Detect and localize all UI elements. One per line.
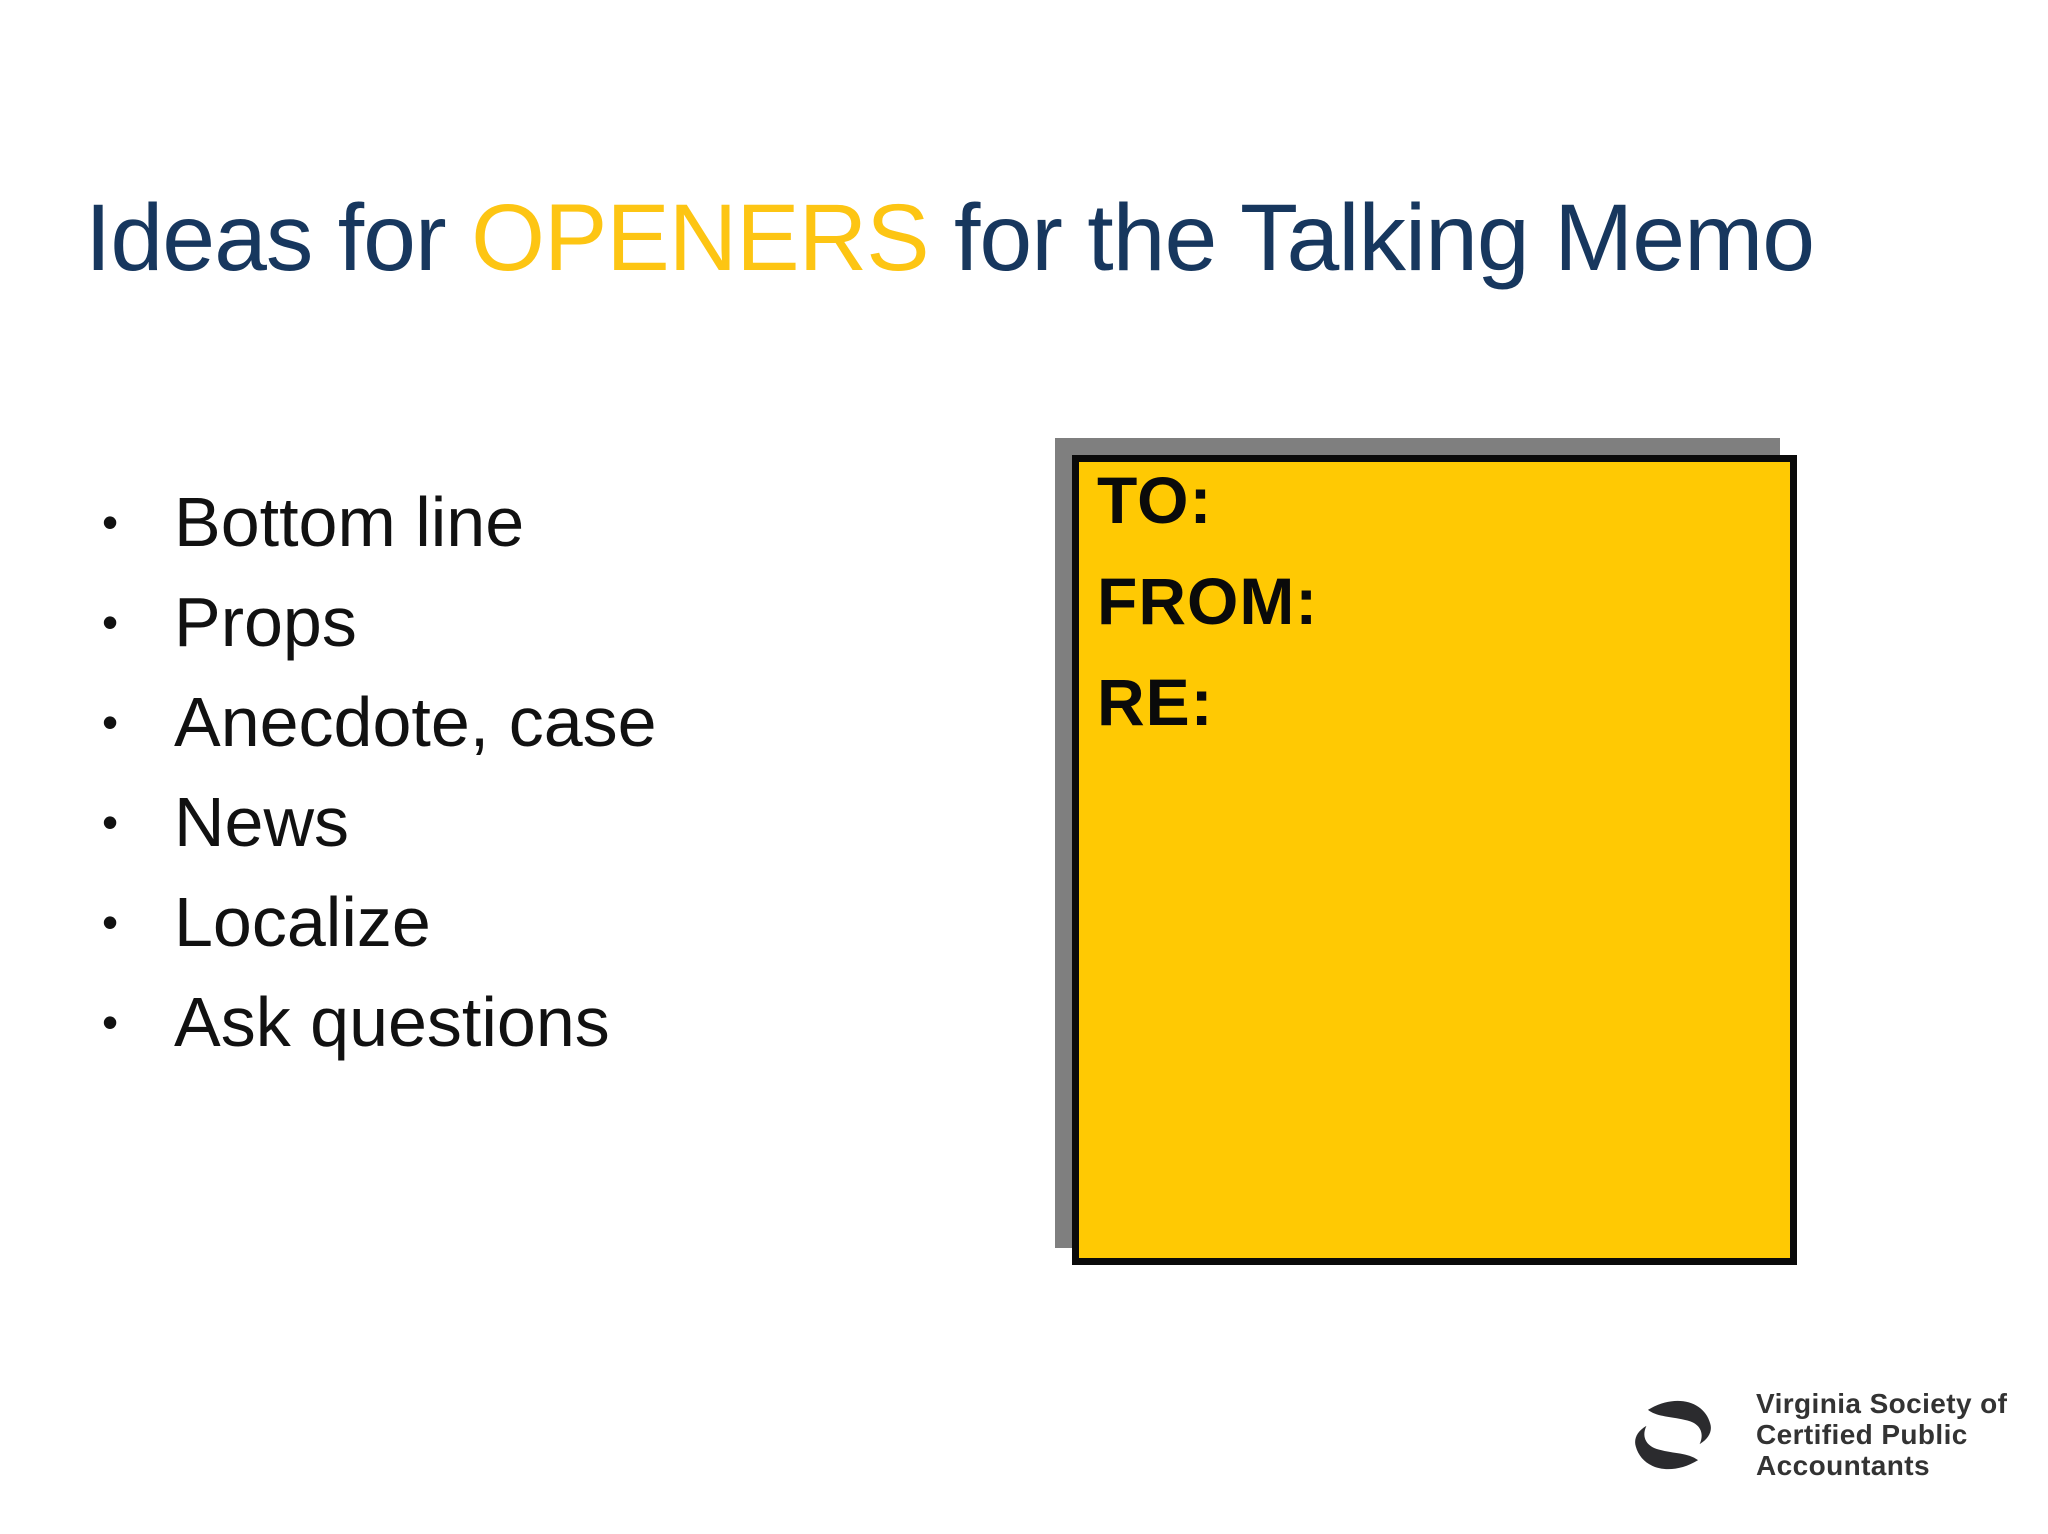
title-prefix: Ideas for — [85, 185, 472, 291]
vscpa-logo-text: Virginia Society of Certified Public Acc… — [1756, 1388, 2007, 1481]
memo-field-to: TO: — [1097, 463, 1213, 537]
bullet-dot-icon: • — [102, 596, 119, 648]
logo-line: Virginia Society of — [1756, 1388, 2008, 1419]
bullet-dot-icon: • — [102, 496, 119, 548]
memo-field-re: RE: — [1097, 665, 1214, 739]
bullet-dot-icon: • — [102, 696, 119, 748]
memo-graphic: TO: FROM: RE: — [1055, 438, 1820, 1288]
page-title: Ideas for OPENERS for the Talking Memo — [85, 185, 1815, 291]
bullet-dot-icon: • — [102, 896, 119, 948]
title-accent: OPENERS — [471, 185, 930, 291]
bullet-label: Props — [174, 583, 357, 661]
logo-line: Certified Public — [1756, 1419, 1968, 1450]
logo-line: Accountants — [1756, 1450, 1930, 1481]
vscpa-logo: Virginia Society of Certified Public Acc… — [1616, 1388, 2007, 1481]
list-item: • Ask questions — [96, 972, 657, 1072]
bullet-dot-icon: • — [102, 996, 119, 1048]
memo-field-from: FROM: — [1097, 564, 1319, 638]
list-item: • News — [96, 772, 657, 872]
list-item: • Anecdote, case — [96, 672, 657, 772]
bullet-dot-icon: • — [102, 796, 119, 848]
bullet-label: Ask questions — [174, 983, 610, 1061]
list-item: • Props — [96, 572, 657, 672]
bullet-list: • Bottom line • Props • Anecdote, case •… — [96, 472, 657, 1072]
memo-box: TO: FROM: RE: — [1072, 455, 1797, 1265]
list-item: • Localize — [96, 872, 657, 972]
bullet-label: Bottom line — [174, 483, 525, 561]
list-item: • Bottom line — [96, 472, 657, 572]
bullet-label: Anecdote, case — [174, 683, 657, 761]
bullet-label: News — [174, 783, 350, 861]
title-suffix: for the Talking Memo — [928, 185, 1815, 291]
bullet-label: Localize — [174, 883, 431, 961]
vscpa-swoosh-icon — [1635, 1400, 1711, 1469]
